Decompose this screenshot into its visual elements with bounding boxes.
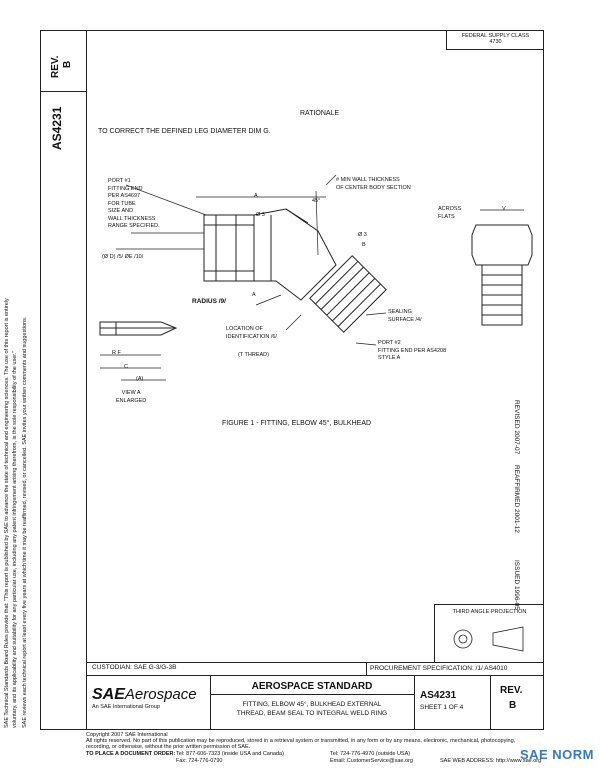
radius-label: RADIUS /9/ bbox=[192, 298, 226, 305]
view-a-line: VIEW A bbox=[121, 390, 141, 396]
sealing-line: SEALING bbox=[388, 309, 412, 315]
sae-rules-text-2: voluntary, and its applicability and sui… bbox=[12, 350, 18, 728]
sheet-number: SHEET 1 OF 4 bbox=[420, 704, 464, 711]
across-flats-line: FLATS bbox=[438, 213, 455, 220]
side-rev-label: REV. bbox=[50, 55, 61, 78]
view-a-line: ENLARGED bbox=[116, 397, 147, 404]
sealing-callout: SEALING SURFACE /4/ bbox=[388, 309, 422, 324]
phi3-label-a: Ø 3 bbox=[256, 212, 265, 218]
footer-rev-label: REV. bbox=[500, 685, 523, 696]
elbow-fitting-drawing bbox=[99, 174, 533, 381]
issued-date: ISSUED 1996-05 bbox=[513, 560, 520, 610]
min-wall-line: # MIN WALL THICKNESS bbox=[336, 177, 400, 183]
a-arrow-label: (A) bbox=[136, 376, 144, 382]
email[interactable]: Email: CustomerService@sae.org bbox=[330, 758, 413, 764]
footer-rule bbox=[210, 694, 414, 695]
footer-top-rule bbox=[86, 662, 544, 663]
location-line: LOCATION OF bbox=[226, 326, 263, 332]
revised-date: REVISED 2007-07 bbox=[513, 400, 520, 455]
sae-aerospace-logo: SAEAerospace An SAE International Group bbox=[92, 686, 197, 710]
view-a-label: VIEW A ENLARGED bbox=[116, 390, 146, 405]
logo-sae: SAE bbox=[92, 686, 125, 703]
side-rev-value: B bbox=[62, 60, 73, 68]
port1-line: FOR TUBE bbox=[108, 200, 136, 207]
footer-divider bbox=[490, 675, 491, 730]
across-flats-view bbox=[471, 209, 533, 326]
footer-rule bbox=[86, 675, 544, 676]
port2-line: FITTING END PER AS4208 bbox=[378, 347, 447, 354]
left-title-column bbox=[40, 30, 86, 730]
tel-outside-usa: Tel: 724-776-4970 (outside USA) bbox=[330, 751, 411, 757]
fed-class-box: FEDERAL SUPPLY CLASS 4730 bbox=[446, 30, 544, 50]
dim-v-label: V bbox=[502, 206, 506, 212]
copyright: Copyright 2007 SAE International bbox=[86, 732, 168, 738]
sae-review-text: SAE reviews each technical report at lea… bbox=[22, 316, 28, 728]
port2-line: PORT #2 bbox=[378, 340, 401, 346]
side-rev-box bbox=[40, 30, 86, 92]
port1-line: SIZE AND bbox=[108, 208, 134, 214]
port1-line: PORT #1 bbox=[108, 178, 131, 184]
port1-line: FITTING END bbox=[108, 185, 143, 192]
aerospace-standard-title: AEROSPACE STANDARD bbox=[251, 681, 373, 692]
fitting-description: FITTING, ELBOW 45°, BULKHEAD EXTERNAL TH… bbox=[214, 700, 410, 718]
rationale-title: RATIONALE bbox=[300, 110, 340, 117]
dim-b-label: B bbox=[362, 242, 366, 248]
reaffirmed-date: REAFFIRMED 2001-12 bbox=[513, 465, 520, 533]
across-flats-label: ACROSS FLATS bbox=[438, 206, 461, 221]
fed-class-number: 4730 bbox=[489, 39, 502, 45]
projection-symbol-icon bbox=[453, 626, 524, 652]
logo-subtitle: An SAE International Group bbox=[92, 704, 160, 710]
footer-rev-value: B bbox=[509, 700, 517, 711]
procurement-spec: PROCUREMENT SPECIFICATION: /1/ AS4010 bbox=[370, 665, 508, 672]
doc-number: AS4231 bbox=[420, 690, 457, 701]
port1-line: RANGE SPECIFIED. bbox=[108, 223, 160, 229]
footer-divider bbox=[210, 675, 211, 730]
across-flats-line: ACROSS bbox=[438, 206, 462, 212]
dimension-lines bbox=[116, 174, 387, 346]
projection-label: THIRD ANGLE PROJECTION bbox=[452, 609, 527, 615]
fax-number: Fax: 724-776-0790 bbox=[176, 758, 223, 764]
logo-aerospace: Aerospace bbox=[124, 686, 197, 703]
diameter-label: (Ø D) /5/ ØE /10/ bbox=[102, 254, 144, 260]
footer-divider bbox=[414, 675, 415, 730]
fed-class-label: FEDERAL SUPPLY CLASS bbox=[461, 33, 530, 39]
min-wall-line: OF CENTER BODY SECTION bbox=[336, 185, 411, 191]
port2-callout: PORT #2 FITTING END PER AS4208 STYLE A bbox=[378, 340, 446, 363]
view-a-enlarged bbox=[99, 321, 178, 381]
drawing-frame bbox=[86, 30, 544, 730]
custodian: CUSTODIAN: SAE G-3/G-3B bbox=[92, 664, 177, 671]
rights-text-2: recording, or otherwise, without the pri… bbox=[86, 744, 251, 750]
port2-threaded-end bbox=[309, 255, 387, 333]
angle-label: 45° bbox=[312, 198, 321, 204]
location-line: IDENTIFICATION /6/ bbox=[226, 333, 277, 340]
port1-line: WALL THICKNESS bbox=[108, 215, 156, 222]
tel-inside-usa: Tel: 877-606-7323 (inside USA and Canada… bbox=[176, 751, 284, 757]
rationale-text: TO CORRECT THE DEFINED LEG DIAMETER DIM … bbox=[98, 128, 271, 135]
min-wall-callout: # MIN WALL THICKNESS OF CENTER BODY SECT… bbox=[336, 176, 411, 192]
dim-a-label: A bbox=[254, 193, 258, 199]
dim-c-label: C bbox=[124, 364, 128, 370]
dim-a2-label: A bbox=[252, 292, 256, 298]
location-callout: LOCATION OF IDENTIFICATION /6/ bbox=[226, 326, 277, 341]
port1-tube-body bbox=[203, 214, 255, 282]
footer-divider bbox=[366, 662, 367, 675]
rights-text: All rights reserved. No part of this pub… bbox=[86, 738, 516, 744]
thread-label: (T THREAD) bbox=[238, 352, 269, 358]
order-label: TO PLACE A DOCUMENT ORDER: bbox=[86, 751, 176, 757]
port1-callout: PORT #1 FITTING END PER AS4697 FOR TUBE … bbox=[108, 178, 160, 231]
phi3-label-b: Ø 3 bbox=[358, 232, 367, 238]
sae-norm-watermark: SAE NORM bbox=[519, 747, 594, 762]
port2-line: STYLE A bbox=[378, 355, 401, 361]
sealing-line: SURFACE /4/ bbox=[388, 316, 422, 323]
description-line: THREAD, BEAM SEAL TO INTEGRAL WELD RING bbox=[236, 710, 388, 717]
port1-line: PER AS4697 bbox=[108, 193, 141, 199]
sae-rules-text-1: SAE Technical Standards Board Rules prov… bbox=[4, 298, 10, 728]
description-line: FITTING, ELBOW 45°, BULKHEAD EXTERNAL bbox=[242, 701, 382, 708]
figure-caption: FIGURE 1 - FITTING, ELBOW 45°, BULKHEAD bbox=[222, 420, 372, 427]
side-doc-number: AS4231 bbox=[50, 106, 64, 150]
projection-box: THIRD ANGLE PROJECTION bbox=[434, 604, 544, 662]
rf-label: R F bbox=[112, 350, 121, 356]
web-address[interactable]: SAE WEB ADDRESS: http://www.sae.org bbox=[440, 758, 542, 764]
elbow-body bbox=[253, 208, 337, 301]
